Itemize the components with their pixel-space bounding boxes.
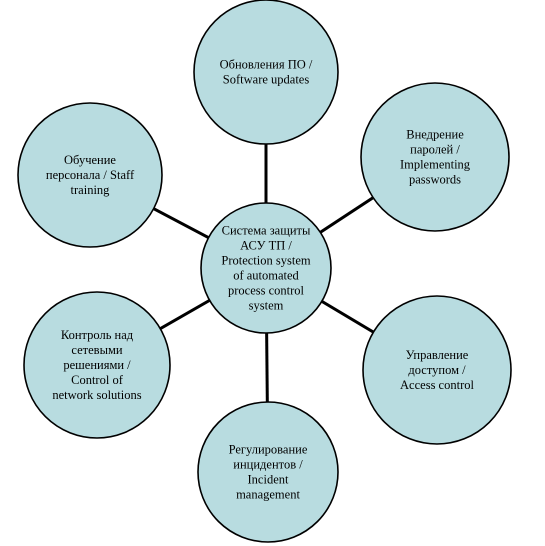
node-access-control-line: Управление — [406, 348, 469, 362]
node-passwords-line: passwords — [409, 173, 461, 187]
node-network-control-line: network solutions — [52, 388, 141, 402]
node-incident-management-line: Регулирование — [229, 443, 308, 457]
node-access-control-line: Access control — [400, 378, 474, 392]
node-access-control-line: доступом / — [408, 363, 466, 377]
node-circle-staff-training — [17, 102, 163, 248]
node-center-line: Система защиты — [222, 224, 311, 238]
node-software-updates-line: Software updates — [223, 73, 310, 87]
node-passwords-line: Implementing — [400, 158, 471, 172]
node-center-line: Protection system — [221, 254, 311, 268]
node-circle-software-updates — [193, 0, 339, 145]
node-staff-training-line: Обучение — [64, 153, 116, 167]
node-network-control-line: решениями / — [63, 358, 131, 372]
node-circle-center — [200, 202, 332, 334]
node-incident-management-line: management — [236, 488, 300, 502]
node-circle-network-control — [23, 291, 171, 439]
node-incident-management-line: Incident — [248, 473, 289, 487]
node-network-control-line: Control of — [71, 373, 124, 387]
node-staff-training-line: персонала / Staff — [46, 168, 135, 182]
node-center-line: АСУ ТП / — [240, 239, 292, 253]
node-passwords-line: паролей / — [410, 143, 460, 157]
node-passwords-line: Внедрение — [406, 128, 464, 142]
node-center-line: of automated — [233, 269, 299, 283]
node-center-line: process control — [228, 284, 305, 298]
node-network-control-line: Контроль над — [61, 328, 134, 342]
node-software-updates-text: Обновления ПО /Software updates — [220, 58, 313, 87]
node-incident-management-line: инцидентов / — [233, 458, 303, 472]
node-staff-training-line: training — [71, 183, 111, 197]
node-network-control-line: сетевыми — [71, 343, 122, 357]
node-circle-passwords — [360, 82, 510, 232]
node-center-line: system — [249, 299, 284, 313]
node-circle-access-control — [362, 295, 512, 445]
node-software-updates-line: Обновления ПО / — [220, 58, 313, 72]
node-software-updates: Обновления ПО /Software updates — [193, 0, 339, 145]
node-circle-incident-management — [197, 401, 339, 543]
circles: Обновления ПО /Software updatesВнедрение… — [17, 0, 512, 543]
